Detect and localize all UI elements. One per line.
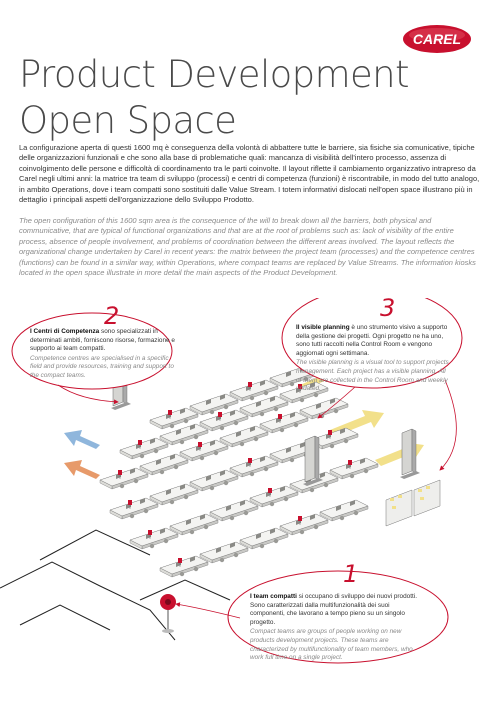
- callout-1-english: Compact teams are groups of people worki…: [250, 628, 413, 662]
- callout-1-heading: I team compatti: [250, 593, 297, 600]
- logo-text: CAREL: [413, 31, 461, 47]
- callout-2-ellipse: [11, 312, 173, 390]
- intro-italian: La configurazione aperta di questi 1600 …: [19, 143, 480, 205]
- callout-3-ellipse: [281, 298, 463, 389]
- title-line-1: Product Development: [19, 53, 410, 96]
- callout-2-english: Competence centres are specialised in a …: [30, 354, 174, 379]
- callout-2-heading: I Centri di Competenza: [30, 328, 100, 335]
- callout-3-body: è uno strumento visivo a supporto della …: [296, 324, 448, 357]
- callout-3-text: Il visible planning è uno strumento visi…: [296, 324, 452, 394]
- callout-3-number: 3: [380, 294, 396, 322]
- visible-planning-boards: [385, 479, 441, 527]
- callout-1-ellipse: [227, 570, 449, 664]
- callout-2-text: I Centri di Competenza sono specializzat…: [30, 328, 178, 381]
- callout-2-number: 2: [104, 302, 120, 330]
- open-space-illustration: [0, 298, 463, 664]
- callout-1-text: I team compatti si occupano di sviluppo …: [250, 593, 422, 663]
- callout-3-heading: Il visible planning: [296, 324, 350, 331]
- logo-highlight: [409, 28, 465, 42]
- callout-3-italian: Il visible planning è uno strumento visi…: [296, 324, 452, 358]
- callout-3-english: The visible planning is a visual tool to…: [296, 359, 449, 393]
- desk-grid: [99, 365, 379, 578]
- location-pin-icon: [160, 594, 176, 633]
- callout-1-body: si occupano di sviluppo dei nuovi prodot…: [250, 593, 417, 626]
- callout-leaders: [57, 379, 457, 619]
- callout-1-number: 1: [343, 560, 359, 588]
- page-title: Product Development Open Space: [19, 52, 410, 144]
- intro-english: The open configuration of this 1600 sqm …: [19, 216, 476, 278]
- carel-logo: CAREL: [403, 25, 471, 53]
- title-line-2: Open Space: [19, 99, 237, 142]
- callout-2-italian: I Centri di Competenza sono specializzat…: [30, 328, 178, 354]
- floor-outline: [0, 529, 231, 641]
- callout-1-italian: I team compatti si occupano di sviluppo …: [250, 593, 422, 627]
- callout-2-body: sono specializzati in determinati ambiti…: [30, 328, 175, 353]
